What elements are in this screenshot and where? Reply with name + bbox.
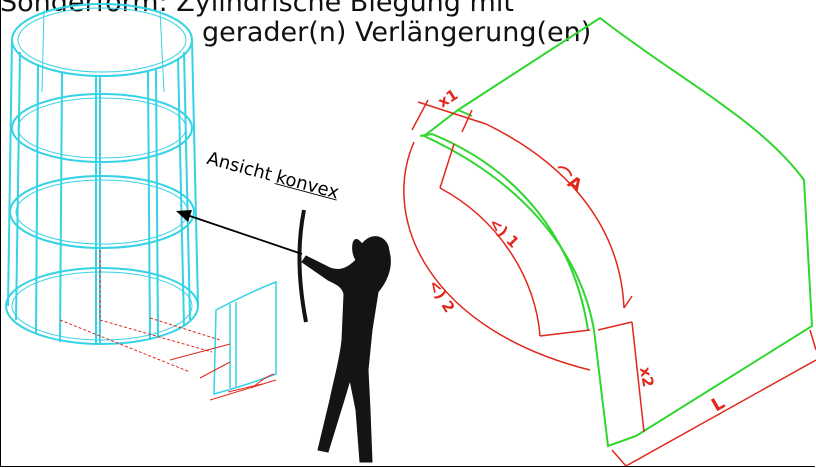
small-sheet-dimensions [169, 343, 277, 401]
cylinder-top-ring [11, 3, 193, 77]
label-angle-1: <) 1 [485, 214, 523, 252]
cylinder-projection [59, 250, 221, 373]
label-angle-2: <) 2 [425, 277, 459, 316]
cylinder-bottom-ring [5, 267, 199, 345]
cylinder-wireframe [5, 3, 199, 345]
bent-sheet [419, 16, 814, 448]
title-line-2: gerader(n) Verlängerung(en) [202, 17, 592, 48]
dimension-lines [403, 99, 816, 467]
label-x1: x1 [435, 85, 462, 111]
small-sheet [213, 280, 277, 395]
label-length: L [708, 392, 728, 416]
label-arc-a: ⌒A [549, 162, 586, 196]
cylinder-ring-2 [11, 93, 193, 163]
sheet-outline [422, 16, 814, 448]
label-x2: x2 [636, 366, 657, 389]
view-arrow [176, 210, 303, 255]
silhouette [297, 209, 391, 463]
title-line-1: Sonderform: Zylindrische Biegung mit [0, 0, 514, 18]
